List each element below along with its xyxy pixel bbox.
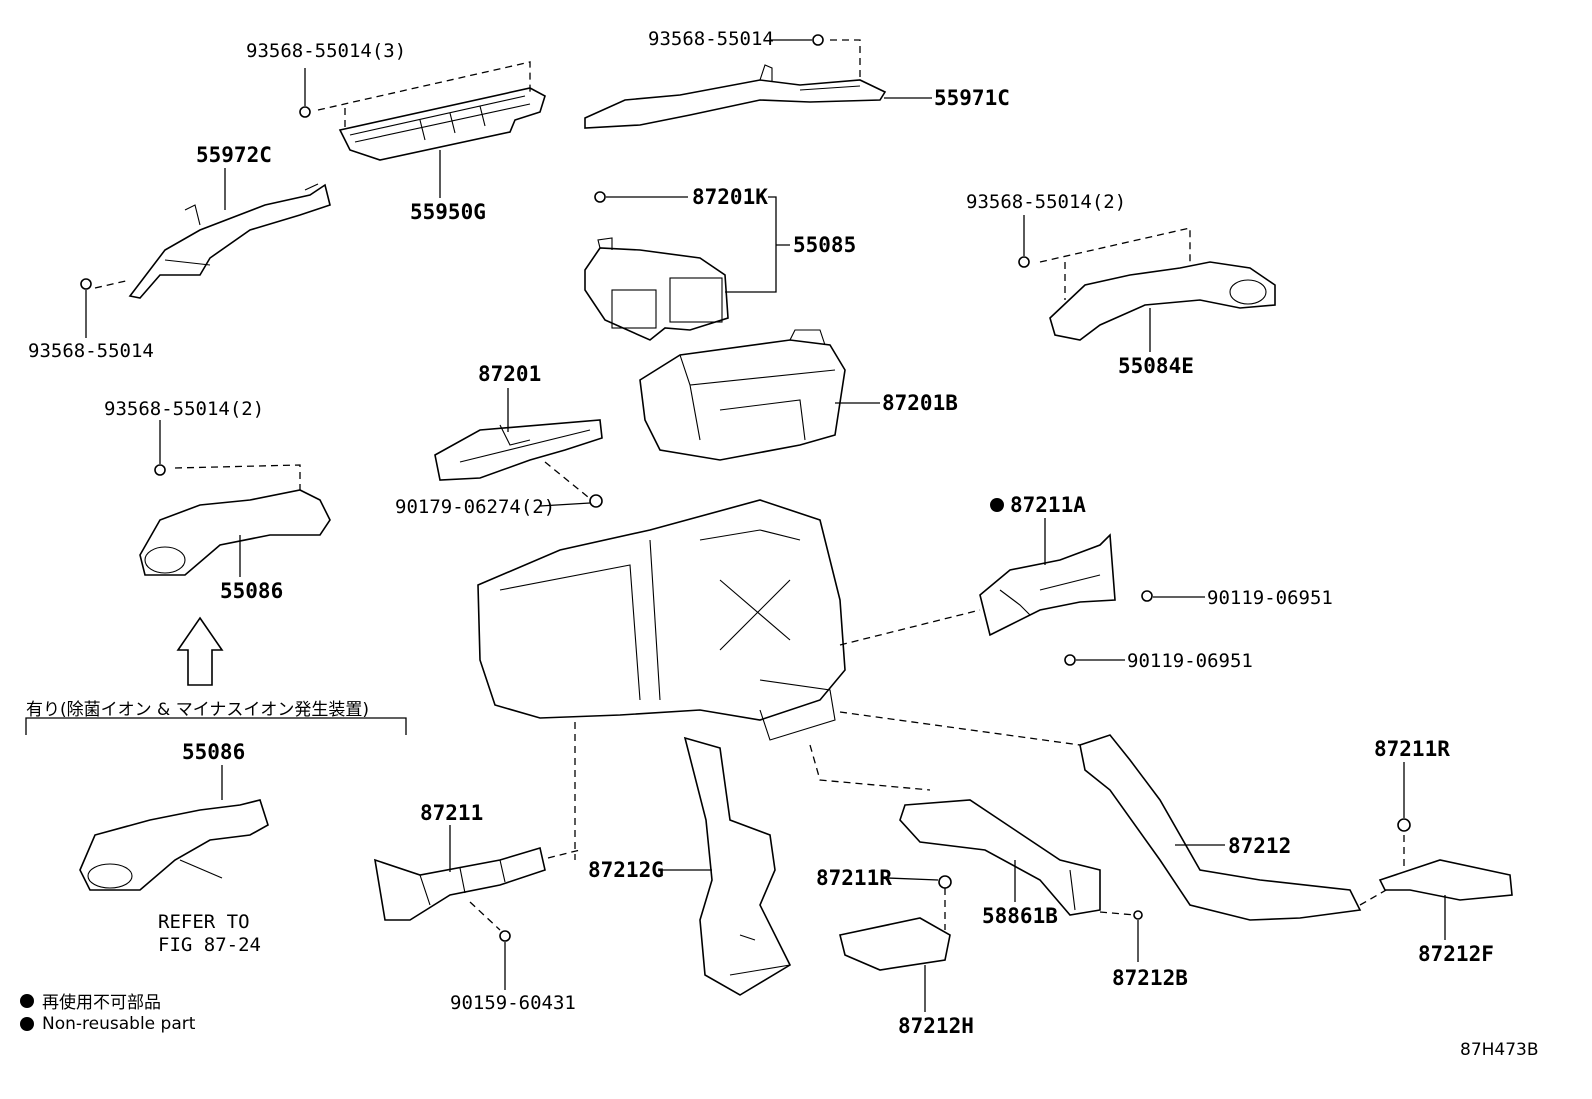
part-55972c	[94, 183, 331, 299]
part-55971c	[584, 39, 887, 129]
label-55084e: 55084E	[1118, 354, 1194, 378]
part-87211a	[979, 533, 1116, 637]
part-87211	[373, 846, 581, 931]
label-55972c: 55972C	[196, 143, 272, 167]
label-87201b: 87201B	[882, 391, 958, 415]
part-87212f	[1378, 835, 1513, 901]
part-87212g	[683, 736, 792, 996]
part-87201b	[639, 329, 846, 461]
figure-code: 87H473B	[1460, 1040, 1539, 1060]
label-87211a: 87211A	[990, 493, 1086, 517]
legend-dot-icon	[20, 993, 34, 1008]
part-55086-lower	[79, 799, 269, 891]
option-bracket-label: 有り(除菌イオン & マイナスイオン発生装置)	[26, 700, 369, 720]
label-93568-55014-top: 93568-55014	[648, 28, 774, 50]
label-93568-55014-left: 93568-55014	[28, 340, 154, 362]
label-55950g: 55950G	[410, 200, 486, 224]
label-87212: 87212	[1228, 834, 1292, 858]
fastener-icons	[80, 34, 1411, 942]
legend-dot-icon	[20, 1017, 34, 1031]
label-87201k: 87201K	[692, 185, 768, 209]
leader-lines	[85, 39, 1446, 1012]
label-55086-lower: 55086	[182, 740, 246, 764]
label-55971c: 55971C	[934, 86, 1010, 110]
label-87211r-right: 87211R	[1374, 737, 1450, 761]
label-87211a-text: 87211A	[1010, 493, 1086, 517]
label-90179-06274-x2: 90179-06274(2)	[395, 496, 556, 518]
label-90119-06951-a: 90119-06951	[1207, 587, 1333, 609]
legend-row-en: Non-reusable part	[20, 1014, 195, 1034]
non-reusable-dot-icon	[990, 498, 1004, 512]
label-90159-60431: 90159-60431	[450, 992, 576, 1014]
label-93568-55014-x2-left: 93568-55014(2)	[104, 398, 265, 420]
label-87212g: 87212G	[588, 858, 664, 882]
label-87211: 87211	[420, 801, 484, 825]
label-55086-upper: 55086	[220, 579, 284, 603]
label-93568-55014-x3: 93568-55014(3)	[246, 40, 407, 62]
part-55950g	[317, 61, 546, 161]
label-55085: 55085	[793, 233, 857, 257]
legend-en-text: Non-reusable part	[42, 1014, 196, 1034]
label-87212f: 87212F	[1418, 942, 1494, 966]
label-93568-55014-x2-right: 93568-55014(2)	[966, 191, 1127, 213]
label-87212h: 87212H	[898, 1014, 974, 1038]
label-87212b: 87212B	[1112, 966, 1188, 990]
legend-row-jp: 再使用不可部品	[20, 988, 161, 1013]
label-87201: 87201	[478, 362, 542, 386]
legend-jp-text: 再使用不可部品	[42, 993, 161, 1013]
part-55086-upper	[139, 464, 331, 576]
part-87201	[434, 419, 603, 498]
option-bracket-line	[25, 717, 407, 735]
label-87211r-mid: 87211R	[816, 866, 892, 890]
part-hvac-unit	[477, 499, 1081, 860]
refer-to-line1: REFER TO	[158, 911, 250, 933]
up-arrow-icon	[176, 616, 224, 686]
label-90119-06951-b: 90119-06951	[1127, 650, 1253, 672]
part-87212h	[839, 888, 951, 971]
part-87212	[1079, 734, 1396, 921]
part-55085	[584, 237, 729, 341]
part-55084e	[1039, 227, 1276, 341]
part-58861b	[899, 799, 1136, 916]
refer-to-line2: FIG 87-24	[158, 934, 261, 956]
label-58861b: 58861B	[982, 904, 1058, 928]
